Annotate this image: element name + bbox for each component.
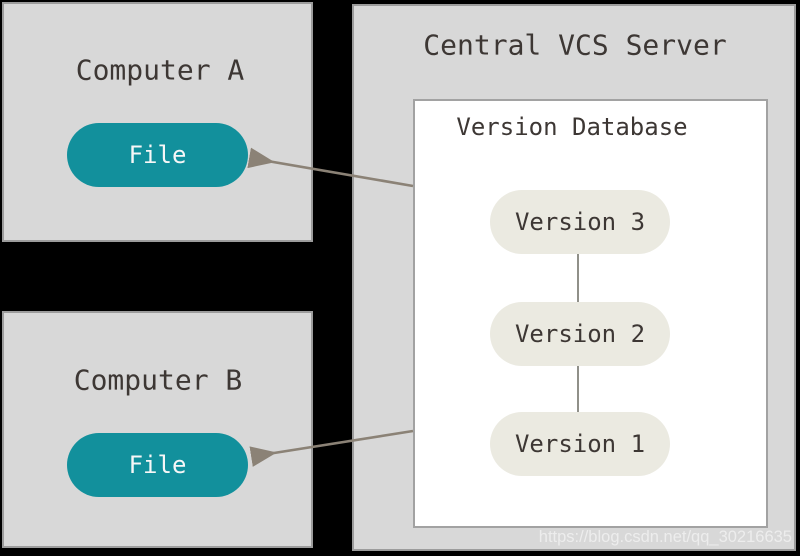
file-b-pill: File — [67, 433, 248, 497]
central-vcs-server-title: Central VCS Server — [423, 28, 727, 62]
version-1-pill: Version 1 — [490, 412, 670, 476]
version-3-label: Version 3 — [514, 208, 646, 236]
computer-b-title: Computer B — [73, 363, 243, 397]
computer-a-title: Computer A — [75, 53, 245, 87]
version-2-pill: Version 2 — [490, 302, 670, 366]
file-b-label: File — [128, 451, 187, 479]
watermark-url: https://blog.csdn.net/qq_30216635 — [538, 528, 792, 546]
version-2-label: Version 2 — [514, 320, 646, 348]
file-a-label: File — [128, 141, 187, 169]
version-1-label: Version 1 — [514, 430, 646, 458]
computer-a-box — [2, 2, 313, 242]
file-a-pill: File — [67, 123, 248, 187]
computer-b-box — [2, 311, 313, 548]
version-3-pill: Version 3 — [490, 190, 670, 254]
version-database-title: Version Database — [456, 113, 688, 141]
